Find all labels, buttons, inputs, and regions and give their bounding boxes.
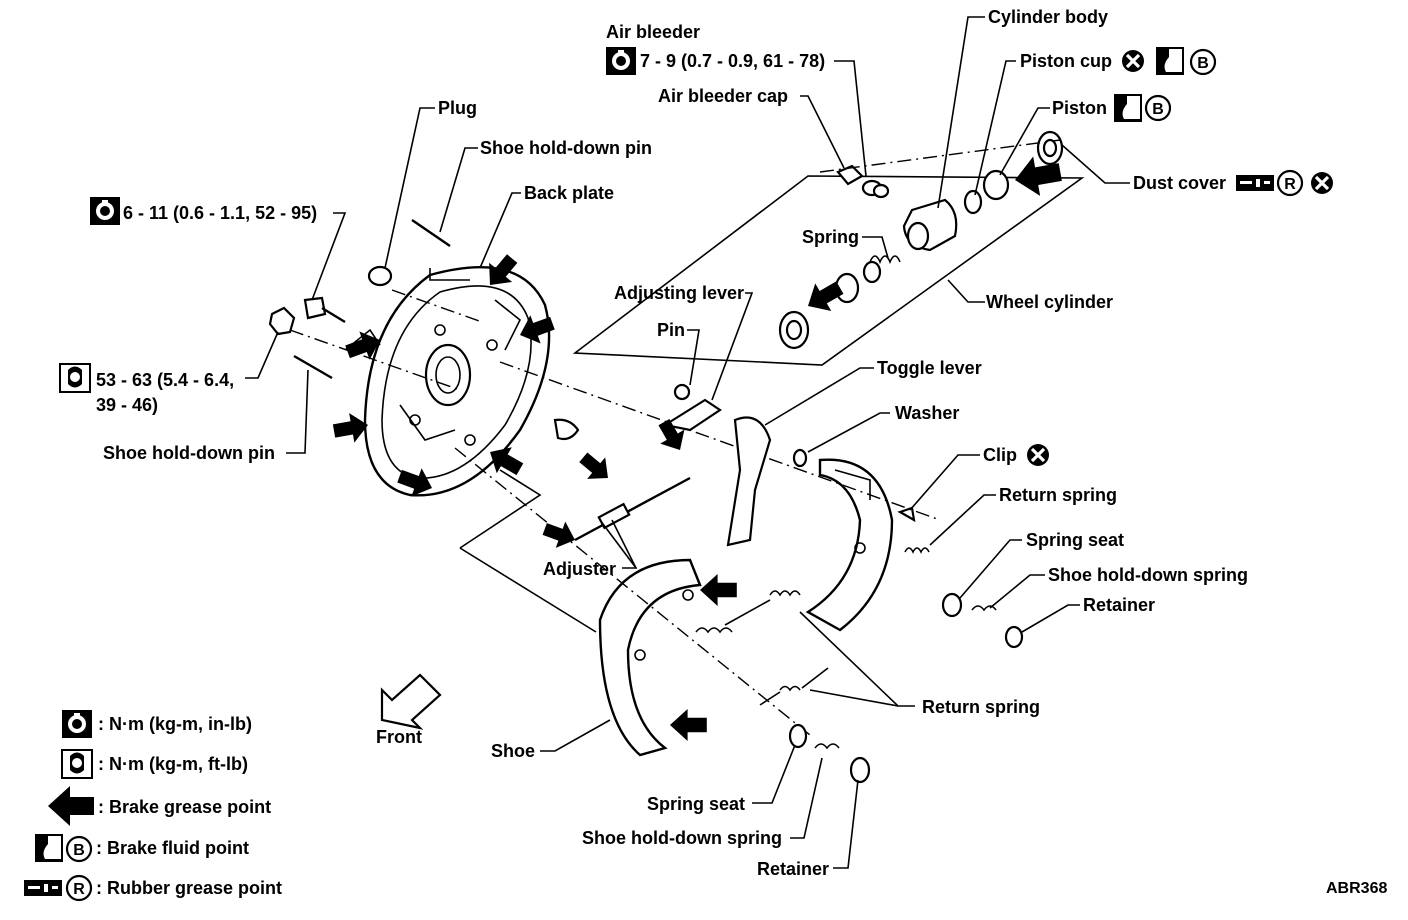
label-air-bleeder-cap: Air bleeder cap xyxy=(658,86,788,106)
legend-torque-ft-icon xyxy=(61,749,93,779)
legend-brake-grease-text: : Brake grease point xyxy=(98,797,271,817)
left-shoe-part xyxy=(598,558,702,757)
cylinder-bore xyxy=(906,221,930,251)
shoe-assembly-group xyxy=(459,383,1024,784)
adjusting-lever-part xyxy=(662,398,722,432)
label-nut-torque-line1: 53 - 63 (5.4 - 6.4, xyxy=(96,370,234,390)
svg-text:R: R xyxy=(1284,176,1296,193)
replace-x-icon xyxy=(1309,170,1335,196)
label-wheel-cylinder: Wheel cylinder xyxy=(986,292,1113,312)
adjuster-part xyxy=(574,476,691,542)
replace-x-icon xyxy=(1120,48,1146,74)
label-toggle-lever: Toggle lever xyxy=(877,358,982,378)
label-plug: Plug xyxy=(438,98,477,118)
label-spring: Spring xyxy=(802,227,859,247)
legend-brake-fluid-text: : Brake fluid point xyxy=(96,838,249,858)
spring-seat-lower-part xyxy=(788,723,808,749)
hold-down-pin-top-part xyxy=(411,219,451,247)
label-dust-cover: Dust cover xyxy=(1133,173,1226,193)
piston-cup-part xyxy=(963,189,983,215)
back-plate-group xyxy=(268,219,941,736)
label-back-plate: Back plate xyxy=(524,183,614,203)
torque-in-lb-icon xyxy=(606,47,636,75)
figure-code: ABR368 xyxy=(1326,880,1387,897)
label-retainer-lower: Retainer xyxy=(757,859,829,879)
rubber-grease-icon xyxy=(1236,175,1274,191)
nut-part xyxy=(268,306,296,336)
return-spring-lower-part xyxy=(779,685,801,692)
front-arrow-icon xyxy=(380,673,442,730)
label-return-spring-lower: Return spring xyxy=(922,697,1040,717)
svg-text:B: B xyxy=(73,842,85,859)
right-shoe-part xyxy=(805,458,894,632)
legend-brake-fluid-icon xyxy=(35,834,63,862)
label-retainer-right: Retainer xyxy=(1083,595,1155,615)
label-spring-seat-right: Spring seat xyxy=(1026,530,1124,550)
label-bolt-torque: 6 - 11 (0.6 - 1.1, 52 - 95) xyxy=(123,203,317,223)
svg-text:R: R xyxy=(73,881,85,898)
back-plate-hub xyxy=(424,343,472,407)
leader-lines xyxy=(245,16,1130,869)
plug-part xyxy=(367,265,393,287)
legend-torque-ft-text: : N·m (kg-m, ft-lb) xyxy=(98,754,248,774)
svg-text:B: B xyxy=(1197,55,1209,72)
label-clip: Clip xyxy=(983,445,1017,465)
legend-circle-b-icon xyxy=(65,835,93,863)
label-piston-cup: Piston cup xyxy=(1020,51,1112,71)
hold-down-pin-left-part xyxy=(293,354,333,380)
wheel-cylinder-outline xyxy=(572,175,1085,366)
cylinder-spring-part xyxy=(869,255,901,265)
label-adjusting-lever: Adjusting lever xyxy=(614,283,744,303)
label-shoe: Shoe xyxy=(491,741,535,761)
torque-ft-lb-icon xyxy=(59,363,91,393)
wheel-cylinder-group xyxy=(572,130,1085,366)
legend-torque-in-icon xyxy=(62,710,92,738)
torque-in-lb-icon xyxy=(90,197,120,225)
label-shoe-hold-down-spring-lower: Shoe hold-down spring xyxy=(582,828,782,848)
back-plate-part xyxy=(363,266,551,497)
label-pin: Pin xyxy=(657,320,685,340)
brake-fluid-icon xyxy=(1156,47,1184,75)
pin-part xyxy=(673,383,691,401)
label-shoe-hold-down-pin-top: Shoe hold-down pin xyxy=(480,138,652,158)
brake-fluid-icon xyxy=(1114,94,1142,122)
retainer-right-part xyxy=(1004,625,1024,649)
label-return-spring-right: Return spring xyxy=(999,485,1117,505)
clip-part xyxy=(897,506,916,523)
legend-brake-grease-icon xyxy=(48,786,94,826)
label-spring-seat-lower: Spring seat xyxy=(647,794,745,814)
circle-b-icon xyxy=(1144,94,1172,122)
label-shoe-hold-down-pin-left: Shoe hold-down pin xyxy=(103,443,275,463)
retainer-lower-part xyxy=(849,756,871,784)
replace-x-icon xyxy=(1025,442,1051,468)
legend-rubber-grease-icon xyxy=(24,880,62,896)
label-washer: Washer xyxy=(895,403,959,423)
spring-seat-right-part xyxy=(941,592,963,618)
label-adjuster: Adjuster xyxy=(543,559,616,579)
label-cylinder-body: Cylinder body xyxy=(988,7,1108,27)
bolt-part xyxy=(303,296,327,320)
toggle-lever-part xyxy=(726,416,772,547)
washer-part xyxy=(792,448,808,468)
legend-circle-r-icon xyxy=(65,874,93,902)
label-shoe-hold-down-spring-right: Shoe hold-down spring xyxy=(1048,565,1248,585)
legend: : N·m (kg-m, in-lb) : N·m (kg-m, ft-lb) … xyxy=(24,710,282,902)
circle-r-icon xyxy=(1276,169,1304,197)
label-front: Front xyxy=(376,727,422,747)
hold-down-spring-lower-part xyxy=(814,743,840,750)
svg-text:B: B xyxy=(1152,101,1164,118)
return-spring-upper-part xyxy=(695,627,733,634)
label-air-bleeder-torque: 7 - 9 (0.7 - 0.9, 61 - 78) xyxy=(640,51,825,71)
legend-rubber-grease-text: : Rubber grease point xyxy=(96,878,282,898)
label-nut-torque-line2: 39 - 46) xyxy=(96,395,158,415)
legend-torque-in-text: : N·m (kg-m, in-lb) xyxy=(98,714,252,734)
circle-b-icon xyxy=(1189,48,1217,76)
label-piston: Piston xyxy=(1052,98,1107,118)
piston-part xyxy=(982,169,1010,201)
label-air-bleeder: Air bleeder xyxy=(606,22,700,42)
